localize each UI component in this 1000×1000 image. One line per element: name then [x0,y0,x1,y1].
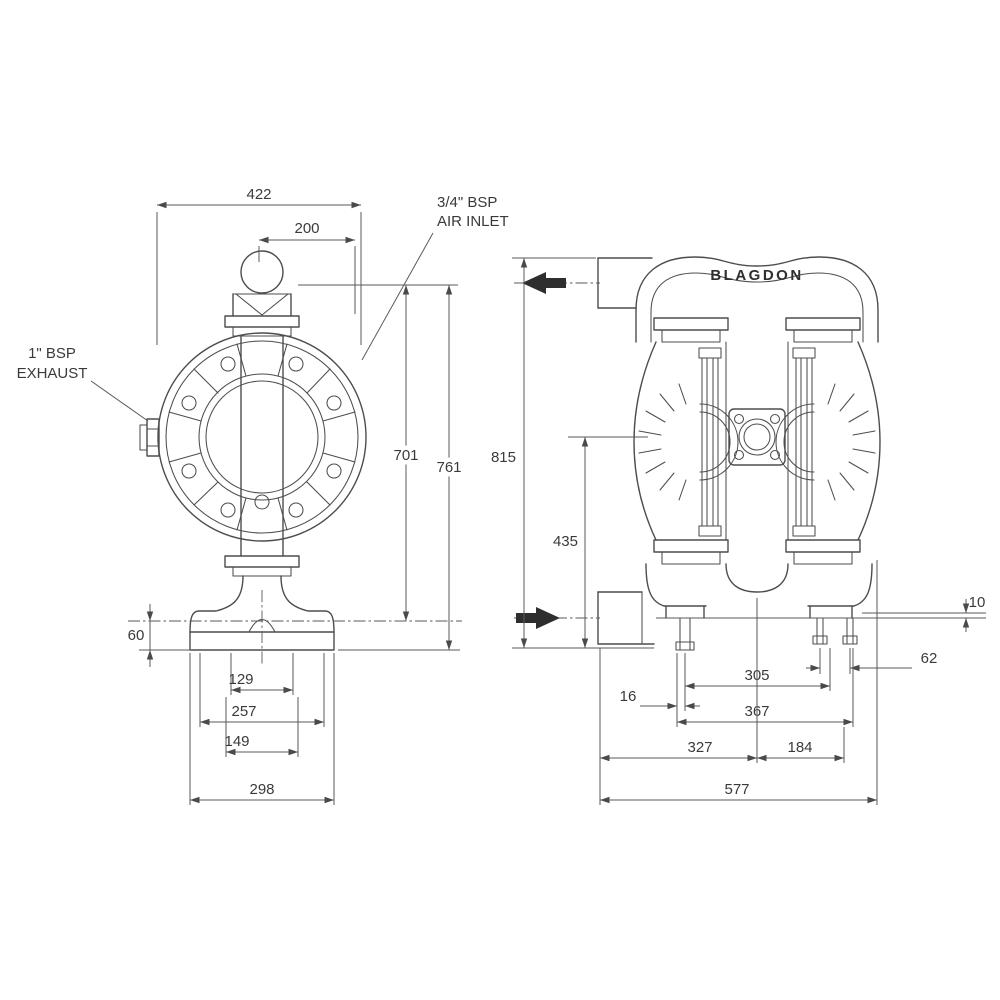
dim-60: 60 [128,604,192,667]
air-inlet-callout: 3/4" BSP AIR INLET [361,194,509,361]
dim-577-label: 577 [724,781,749,798]
front-top-flanges [653,317,861,343]
dim-761-label: 761 [436,459,461,476]
dim-184-label: 184 [787,739,812,756]
dim-435-label: 435 [553,533,578,550]
center-air-valve [728,408,786,466]
exhaust-leader-line [90,380,149,422]
chamber-ribs [168,343,356,531]
front-view: BLAGDON [491,256,986,805]
brand-logo-text: BLAGDON [710,267,803,284]
dim-577: 577 [599,560,878,805]
dim-701-label: 701 [393,447,418,464]
dim-16-label: 16 [620,688,637,705]
side-view: 422 200 3/4" BSP AIR INLET 1" BSP EXHAUS… [17,186,509,805]
dim-60-label: 60 [128,627,145,644]
flow-in-arrow [516,607,560,629]
chamber-outer-circle [157,332,367,542]
suction-port [597,591,655,645]
dim-761: 761 [338,285,466,651]
exhaust-label-line1: 1" BSP [28,345,76,362]
dim-10-label: 10 [969,594,986,611]
air-inlet-label-line1: 3/4" BSP [437,194,497,211]
air-inlet-leader-line [361,232,434,361]
dim-298: 298 [189,653,335,805]
exhaust-label-line2: EXHAUST [17,365,88,382]
dim-422-label: 422 [246,186,271,203]
dim-129-label: 129 [228,671,253,688]
dim-327-184: 327 184 [599,598,845,763]
flow-out-arrow [522,272,566,294]
front-left-chamber [633,341,739,541]
dim-422: 422 [156,186,362,345]
dim-129: 129 [228,653,294,695]
bottom-flange [224,555,300,568]
dim-200: 200 [258,220,356,314]
dim-815-label: 815 [491,449,516,466]
dim-367: 367 [677,648,854,727]
column-bolt [254,494,270,510]
air-inlet-label-line2: AIR INLET [437,213,509,230]
dim-701: 701 [298,284,458,621]
bottom-manifold [645,563,873,619]
dim-10: 10 [862,594,986,632]
exhaust-port [139,418,160,457]
front-pump-body: BLAGDON [514,256,986,651]
dim-149: 149 [224,697,299,757]
exhaust-callout: 1" BSP EXHAUST [17,345,149,422]
top-flange [224,315,300,328]
chamber-bolts [181,356,342,518]
dim-257: 257 [199,653,325,727]
top-manifold [635,256,879,343]
foundation-bolts [675,617,858,651]
dim-16: 16 [620,653,700,727]
left-tie-rods [698,347,722,537]
dim-815: 815 [491,257,654,649]
dim-298-label: 298 [249,781,274,798]
air-valve-cap [240,250,284,294]
dim-62: 62 [806,648,937,674]
right-tie-rods [792,347,816,537]
dim-257-label: 257 [231,703,256,720]
discharge-port [597,257,653,309]
dim-62-label: 62 [921,650,938,667]
dim-200-label: 200 [294,220,319,237]
dim-435: 435 [553,436,648,648]
dim-327-label: 327 [687,739,712,756]
side-pump-body [128,250,462,664]
front-bottom-flanges [653,539,861,565]
dim-149-label: 149 [224,733,249,750]
front-right-chamber [775,341,881,541]
